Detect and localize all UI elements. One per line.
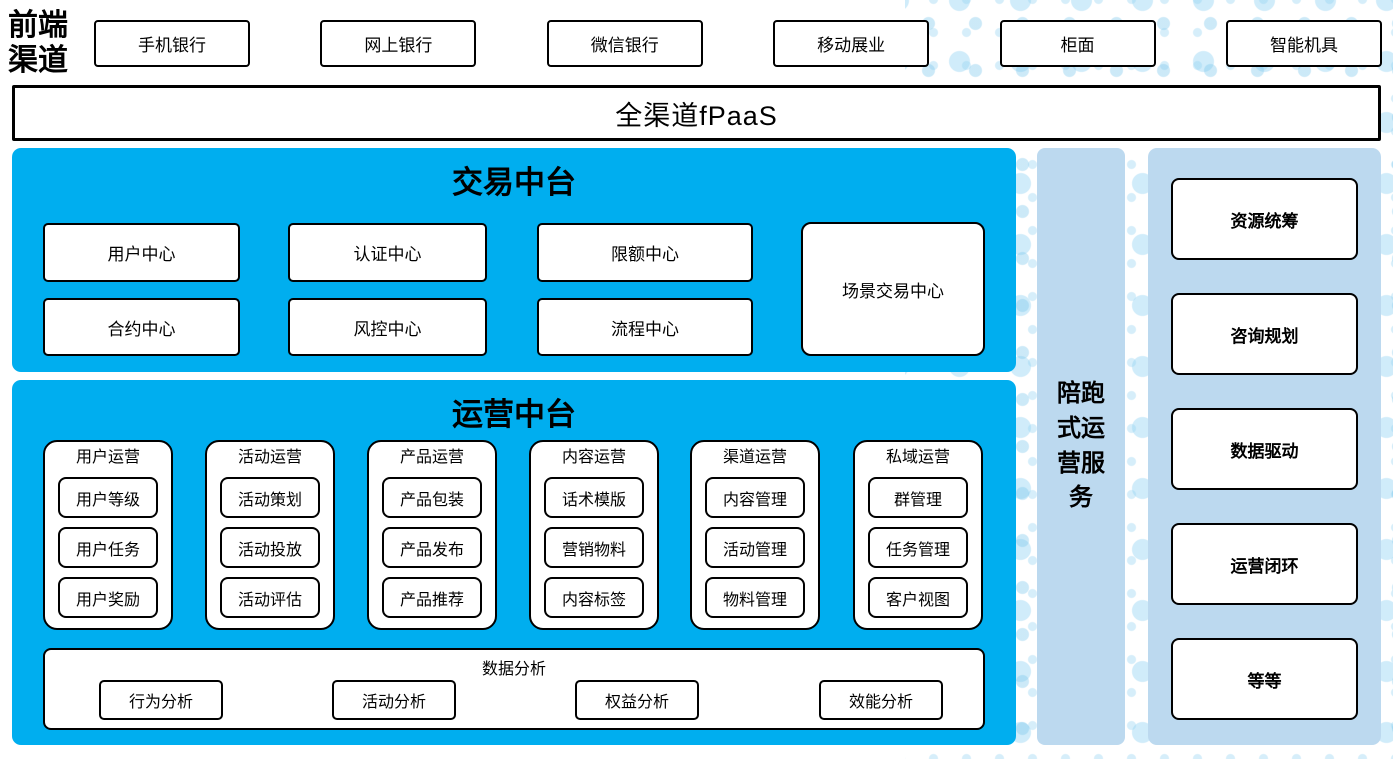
box-data-driven: 数据驱动 xyxy=(1171,408,1358,490)
group-channel-operation: 渠道运营 内容管理 活动管理 物料管理 xyxy=(690,440,820,630)
transaction-platform-section: 交易中台 用户中心 认证中心 限额中心 合约中心 风控中心 流程中心 场景交易中… xyxy=(12,148,1016,372)
channel-smart-devices: 智能机具 xyxy=(1225,20,1382,67)
front-channels-row: 手机银行 网上银行 微信银行 移动展业 柜面 智能机具 xyxy=(94,20,1382,67)
group-content-operation: 内容运营 话术模版 营销物料 内容标签 xyxy=(529,440,659,630)
box-contract-center: 合约中心 xyxy=(43,298,240,356)
accompany-service-label: 陪跑式运营服务 xyxy=(1057,379,1105,512)
channel-wechat-banking: 微信银行 xyxy=(546,20,703,67)
box-activity-delivery: 活动投放 xyxy=(220,527,320,568)
box-user-center: 用户中心 xyxy=(43,223,240,282)
fpaas-bar: 全渠道fPaaS xyxy=(12,85,1381,141)
box-behavior-analysis: 行为分析 xyxy=(99,680,223,720)
box-activity-analysis: 活动分析 xyxy=(332,680,456,720)
data-analysis-container: 数据分析 行为分析 活动分析 权益分析 效能分析 xyxy=(43,648,985,730)
box-benefit-analysis: 权益分析 xyxy=(575,680,699,720)
box-task-management: 任务管理 xyxy=(868,527,968,568)
group-user-operation: 用户运营 用户等级 用户任务 用户奖励 xyxy=(43,440,173,630)
group-title: 用户运营 xyxy=(75,449,140,466)
box-content-management: 内容管理 xyxy=(705,477,805,518)
operation-platform-title: 运营中台 xyxy=(452,397,576,433)
group-title: 产品运营 xyxy=(399,449,464,466)
front-channels-label: 前端渠道 xyxy=(8,8,68,79)
box-auth-center: 认证中心 xyxy=(288,223,487,282)
box-user-reward: 用户奖励 xyxy=(58,577,158,618)
box-consulting-planning: 咨询规划 xyxy=(1171,293,1358,375)
box-customer-view: 客户视图 xyxy=(868,577,968,618)
box-material-management: 物料管理 xyxy=(705,577,805,618)
channel-mobile-sales: 移动展业 xyxy=(773,20,930,67)
box-activity-management: 活动管理 xyxy=(705,527,805,568)
group-title: 活动运营 xyxy=(237,449,302,466)
box-user-task: 用户任务 xyxy=(58,527,158,568)
channel-counter: 柜面 xyxy=(999,20,1156,67)
group-title: 渠道运营 xyxy=(722,449,787,466)
box-content-tag: 内容标签 xyxy=(544,577,644,618)
box-product-recommend: 产品推荐 xyxy=(382,577,482,618)
box-scenario-trade-center: 场景交易中心 xyxy=(801,222,985,356)
service-panel: 资源统筹 咨询规划 数据驱动 运营闭环 等等 xyxy=(1148,148,1381,745)
channel-online-banking: 网上银行 xyxy=(320,20,477,67)
box-limit-center: 限额中心 xyxy=(537,223,753,282)
box-product-release: 产品发布 xyxy=(382,527,482,568)
box-marketing-material: 营销物料 xyxy=(544,527,644,568)
channel-mobile-banking: 手机银行 xyxy=(94,20,250,67)
operation-platform-section: 运营中台 用户运营 用户等级 用户任务 用户奖励 活动运营 活动策划 活动投放 … xyxy=(12,380,1016,745)
accompany-service-bar: 陪跑式运营服务 xyxy=(1037,148,1125,745)
group-title: 私域运营 xyxy=(885,449,950,466)
group-title: 内容运营 xyxy=(561,449,626,466)
box-operation-loop: 运营闭环 xyxy=(1171,523,1358,605)
group-private-domain-operation: 私域运营 群管理 任务管理 客户视图 xyxy=(853,440,983,630)
box-product-packaging: 产品包装 xyxy=(382,477,482,518)
transaction-platform-title: 交易中台 xyxy=(452,165,576,201)
box-efficiency-analysis: 效能分析 xyxy=(819,680,943,720)
box-activity-evaluation: 活动评估 xyxy=(220,577,320,618)
box-risk-center: 风控中心 xyxy=(288,298,487,356)
group-product-operation: 产品运营 产品包装 产品发布 产品推荐 xyxy=(367,440,497,630)
box-group-management: 群管理 xyxy=(868,477,968,518)
box-activity-planning: 活动策划 xyxy=(220,477,320,518)
box-process-center: 流程中心 xyxy=(537,298,753,356)
data-analysis-title: 数据分析 xyxy=(481,661,546,678)
box-script-template: 话术模版 xyxy=(544,477,644,518)
group-activity-operation: 活动运营 活动策划 活动投放 活动评估 xyxy=(205,440,335,630)
box-user-level: 用户等级 xyxy=(58,477,158,518)
box-etc: 等等 xyxy=(1171,638,1358,720)
box-resource-coordination: 资源统筹 xyxy=(1171,178,1358,260)
